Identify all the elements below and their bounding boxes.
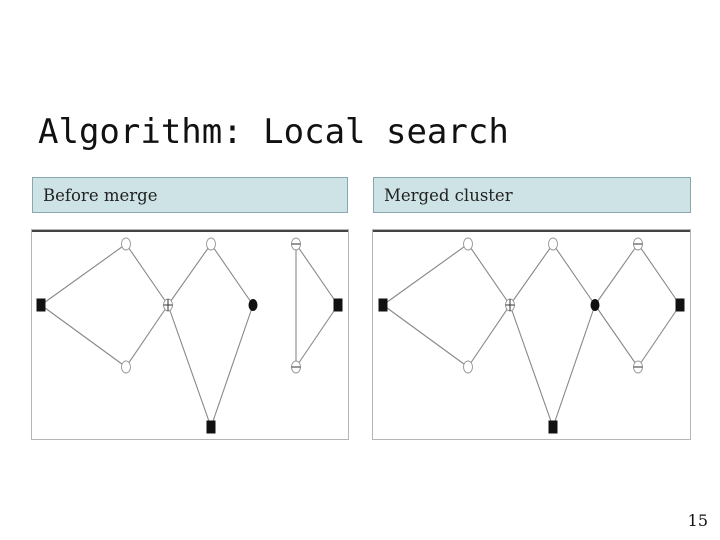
node-square-icon xyxy=(36,298,46,312)
slide-title: Algorithm: Local search xyxy=(38,112,509,152)
node-square-icon xyxy=(675,298,685,312)
merged-cluster-graph-panel xyxy=(372,229,691,440)
graph-edge xyxy=(125,243,169,306)
graph-edge xyxy=(594,304,639,368)
node-minus-circle-icon xyxy=(291,237,301,251)
node-square-icon xyxy=(548,420,558,434)
graph-edge xyxy=(167,304,212,428)
graph-edge xyxy=(552,243,596,306)
node-plus-circle-icon xyxy=(163,298,173,312)
node-square-icon xyxy=(333,298,343,312)
graph-edge xyxy=(210,243,254,306)
graph-edge xyxy=(167,243,212,306)
node-filled-circle-icon xyxy=(590,299,600,311)
node-open-circle-icon xyxy=(548,237,558,251)
graph-edge xyxy=(295,304,339,368)
before-merge-graph xyxy=(36,237,343,434)
node-minus-circle-icon xyxy=(633,360,643,374)
node-square-icon xyxy=(378,298,388,312)
graph-edge xyxy=(637,243,681,306)
graph-edge xyxy=(467,304,511,368)
merged-cluster-graph xyxy=(378,237,685,434)
node-open-circle-icon xyxy=(463,360,473,374)
graph-edge xyxy=(382,243,469,306)
page-number: 15 xyxy=(687,511,708,530)
node-minus-circle-icon xyxy=(633,237,643,251)
graph-edge xyxy=(295,243,339,306)
graph-edge xyxy=(210,304,254,428)
graph-edge xyxy=(509,304,554,428)
graph-edge xyxy=(467,243,511,306)
graph-edge xyxy=(552,304,596,428)
node-open-circle-icon xyxy=(121,237,131,251)
panel-top-rule xyxy=(32,230,348,232)
node-square-icon xyxy=(206,420,216,434)
graph-edge xyxy=(40,243,127,306)
node-minus-circle-icon xyxy=(291,360,301,374)
node-plus-circle-icon xyxy=(505,298,515,312)
node-open-circle-icon xyxy=(463,237,473,251)
node-open-circle-icon xyxy=(206,237,216,251)
graph-edge xyxy=(509,243,554,306)
graph-edge xyxy=(125,304,169,368)
graph-edge xyxy=(637,304,681,368)
graph-edge xyxy=(40,304,127,368)
node-filled-circle-icon xyxy=(248,299,258,311)
node-open-circle-icon xyxy=(121,360,131,374)
before-merge-graph-panel xyxy=(31,229,349,440)
before-merge-label-text: Before merge xyxy=(43,185,158,205)
merged-cluster-label: Merged cluster xyxy=(373,177,691,213)
graph-edge xyxy=(382,304,469,368)
merged-cluster-label-text: Merged cluster xyxy=(384,185,513,205)
before-merge-label: Before merge xyxy=(32,177,348,213)
graph-edge xyxy=(594,243,639,306)
panel-top-rule xyxy=(373,230,690,232)
